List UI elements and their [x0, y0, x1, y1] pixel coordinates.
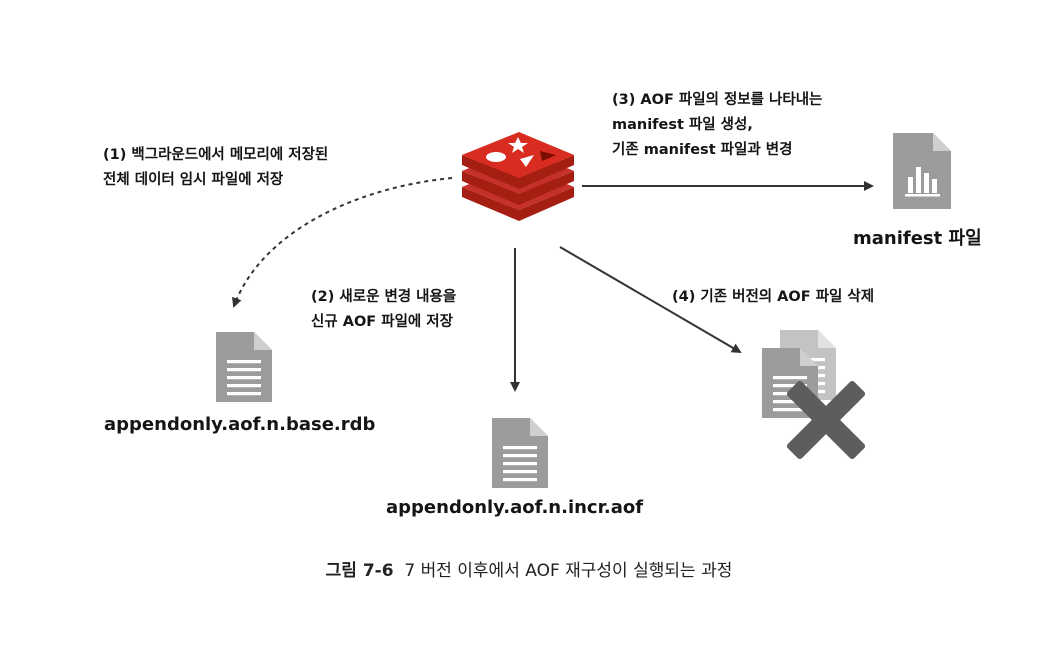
- step2-label: (2) 새로운 변경 내용을 신규 AOF 파일에 저장: [311, 285, 456, 335]
- chart-document-icon: [893, 133, 951, 209]
- step4-label: (4) 기존 버전의 AOF 파일 삭제: [672, 285, 874, 310]
- step1-label: (1) 백그라운드에서 메모리에 저장된 전체 데이터 임시 파일에 저장: [103, 143, 328, 193]
- step2-line2: 신규 AOF 파일에 저장: [311, 314, 453, 330]
- figure-caption-text: 7 버전 이후에서 AOF 재구성이 실행되는 과정: [404, 561, 733, 581]
- document-icon: [492, 418, 548, 488]
- arrow-to-deleted-files: [559, 246, 742, 354]
- arrow-to-base-file: [232, 177, 453, 308]
- document-icon: [216, 332, 272, 402]
- figure-number: 그림 7-6: [325, 561, 394, 581]
- x-mark-icon: [786, 380, 866, 460]
- manifest-file-name: manifest 파일: [853, 228, 982, 249]
- step1-line1: (1) 백그라운드에서 메모리에 저장된: [103, 147, 329, 163]
- step4-line1: (4) 기존 버전의 AOF 파일 삭제: [672, 289, 875, 305]
- step3-line1: (3) AOF 파일의 정보를 나타내는: [612, 92, 823, 108]
- step2-line1: (2) 새로운 변경 내용을: [311, 289, 457, 305]
- step3-line2: manifest 파일 생성,: [612, 117, 753, 133]
- redis-logo-icon: [462, 132, 574, 221]
- incr-file-name: appendonly.aof.n.incr.aof: [386, 497, 644, 518]
- figure-caption: 그림 7-6 7 버전 이후에서 AOF 재구성이 실행되는 과정: [0, 556, 1058, 581]
- step3-label: (3) AOF 파일의 정보를 나타내는 manifest 파일 생성, 기존 …: [612, 88, 822, 163]
- step1-line2: 전체 데이터 임시 파일에 저장: [103, 172, 284, 188]
- step3-line3: 기존 manifest 파일과 변경: [612, 142, 793, 158]
- base-file-name: appendonly.aof.n.base.rdb: [104, 414, 376, 435]
